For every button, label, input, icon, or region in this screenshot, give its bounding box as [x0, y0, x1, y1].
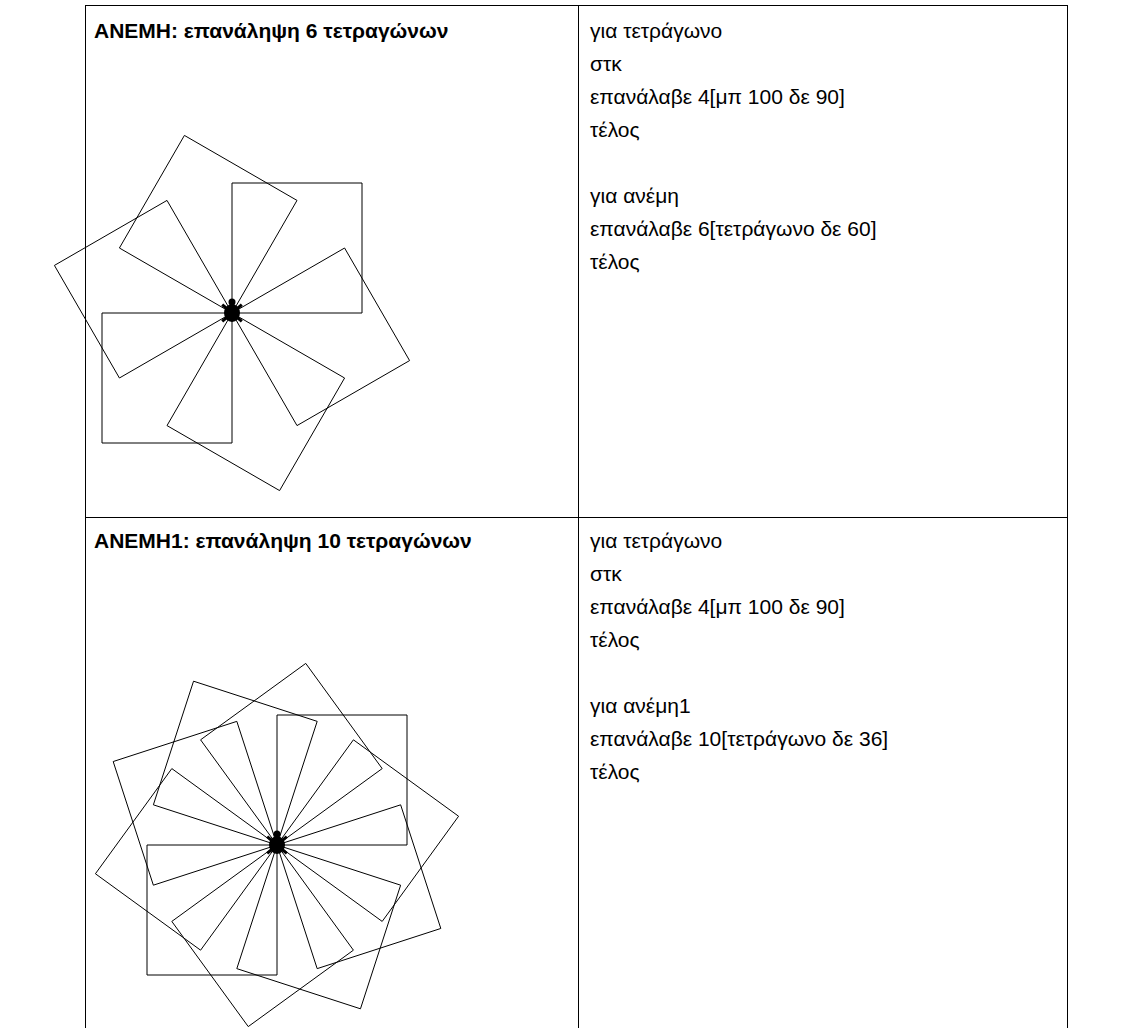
code-line: τέλος	[590, 623, 1067, 656]
code-line: στκ	[590, 557, 1067, 590]
windmill-figure	[54, 135, 409, 490]
square-outline	[102, 313, 232, 443]
square-outline	[277, 740, 459, 922]
code-line: τέλος	[590, 755, 1067, 788]
turtle-body	[224, 304, 240, 322]
square-outline	[147, 845, 277, 975]
square-outline	[153, 681, 317, 845]
code-cell: για τετράγωνοστκεπανάλαβε 4[μπ 100 δε 90…	[578, 517, 1068, 1028]
square-outline	[167, 313, 345, 491]
square-outline	[172, 845, 354, 1027]
windmill-figure	[95, 663, 458, 1026]
square-outline	[277, 715, 407, 845]
figure-cell: ΑΝΕΜΗ: επανάληψη 6 τετραγώνων	[85, 5, 579, 518]
code-line: επανάλαβε 6[τετράγωνο δε 60]	[590, 212, 1067, 245]
code-line: τέλος	[590, 113, 1067, 146]
figure-title: ΑΝΕΜΗ1: επανάληψη 10 τετραγώνων	[94, 524, 578, 557]
square-outline	[113, 721, 277, 885]
square-outline	[232, 248, 410, 426]
code-cell: για τετράγωνοστκεπανάλαβε 4[μπ 100 δε 90…	[578, 5, 1068, 518]
square-outline	[232, 183, 362, 313]
figure-cell: ΑΝΕΜΗ1: επανάληψη 10 τετραγώνων	[85, 517, 579, 1028]
turtle-icon	[222, 299, 242, 323]
code-line: τέλος	[590, 245, 1067, 278]
square-outline	[277, 805, 441, 969]
turtle-body	[269, 836, 285, 854]
code-line: επανάλαβε 10[τετράγωνο δε 36]	[590, 722, 1067, 755]
code-line: στκ	[590, 47, 1067, 80]
figure-title: ΑΝΕΜΗ: επανάληψη 6 τετραγώνων	[94, 14, 578, 47]
code-line: για τετράγωνο	[590, 14, 1067, 47]
code-line: επανάλαβε 4[μπ 100 δε 90]	[590, 590, 1067, 623]
square-outline	[119, 135, 297, 313]
square-outline	[95, 769, 277, 951]
turtle-icon	[267, 831, 287, 855]
square-outline	[54, 200, 232, 378]
code-line: για ανέμη	[590, 179, 1067, 212]
square-outline	[237, 845, 401, 1009]
code-line: για τετράγωνο	[590, 524, 1067, 557]
square-outline	[201, 663, 383, 845]
code-line: για ανέμη1	[590, 689, 1067, 722]
code-line: επανάλαβε 4[μπ 100 δε 90]	[590, 80, 1067, 113]
